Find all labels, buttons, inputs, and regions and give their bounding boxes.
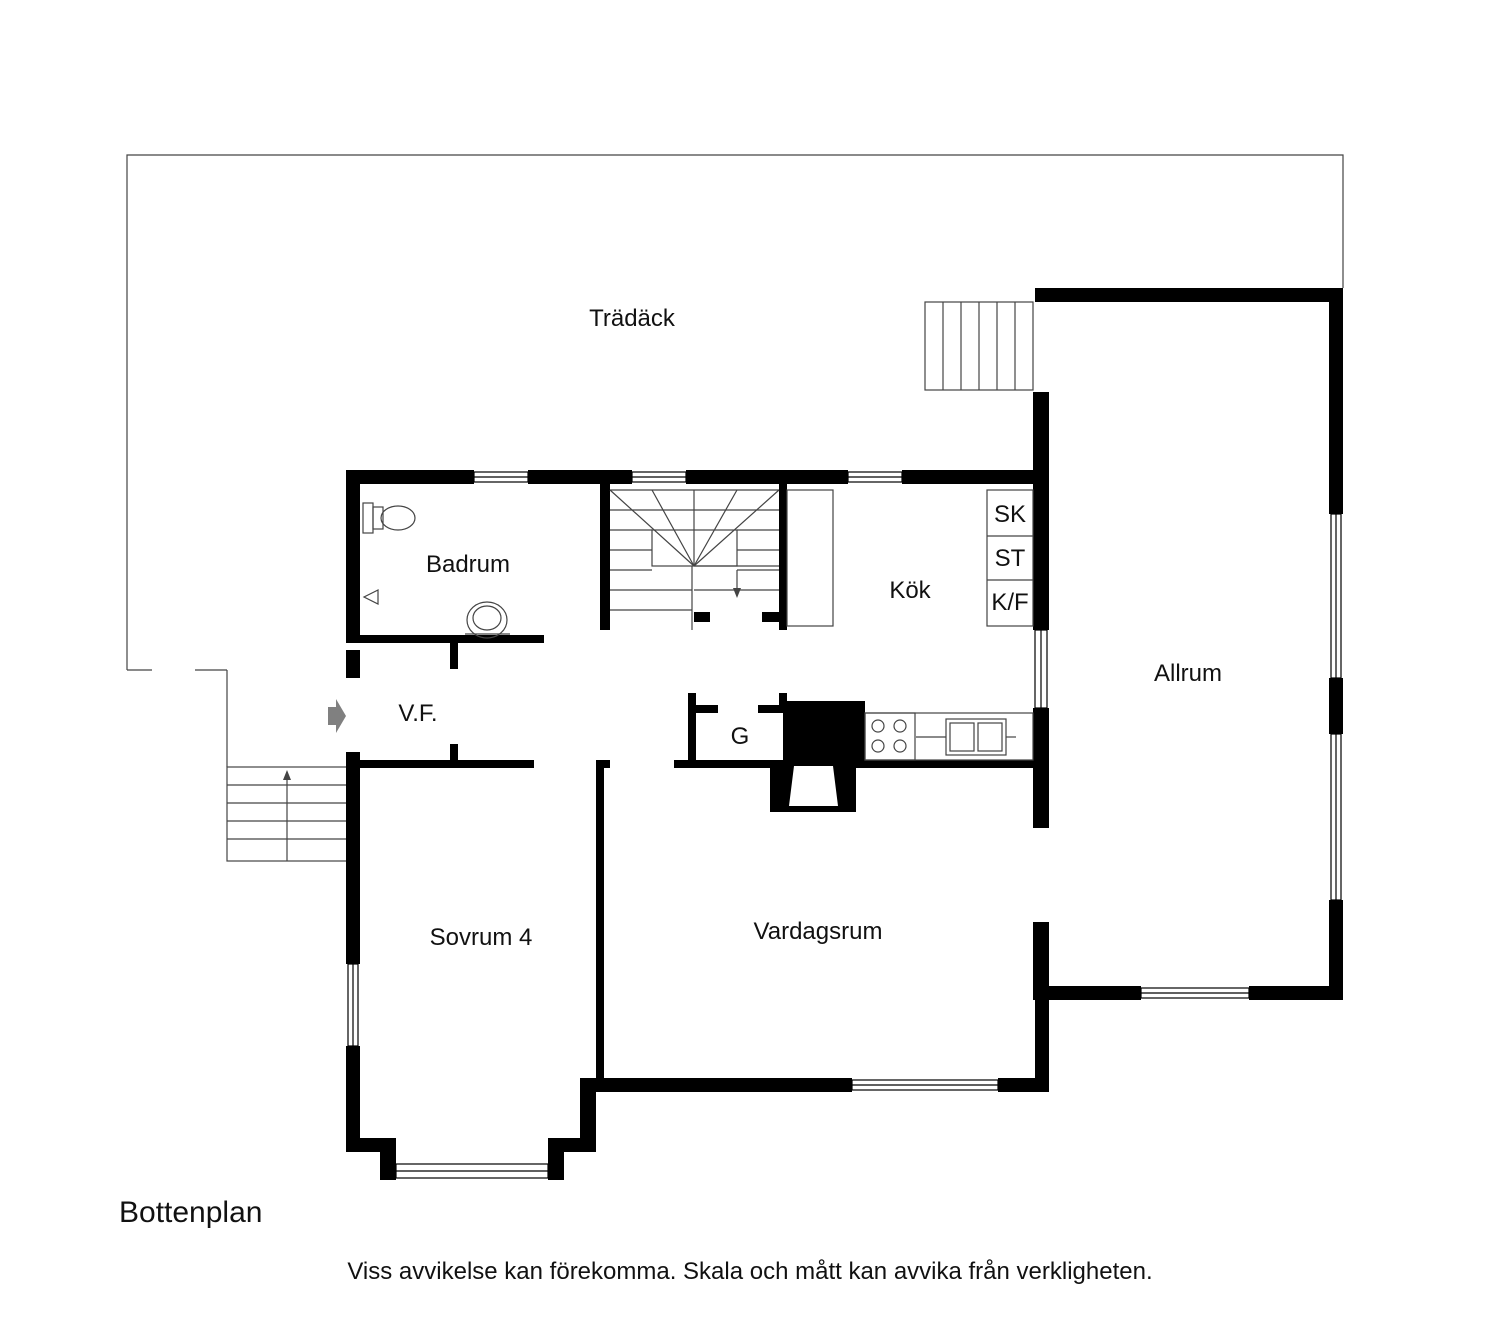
room-label-g: G bbox=[731, 723, 750, 750]
walls bbox=[346, 288, 1343, 1180]
deck-stairs bbox=[924, 301, 1034, 391]
room-label-vf: V.F. bbox=[398, 700, 437, 727]
kitchen-appliance-column bbox=[986, 489, 1034, 627]
stove-burner-icon bbox=[871, 719, 885, 733]
kitchen-counter bbox=[786, 489, 834, 627]
stove-and-sink bbox=[864, 712, 1034, 761]
appliance-sk-label: SK bbox=[994, 501, 1026, 528]
disclaimer-text: Viss avvikelse kan förekomma. Skala och … bbox=[347, 1258, 1153, 1285]
room-label-kok: Kök bbox=[889, 577, 931, 604]
sink-basin-icon bbox=[466, 601, 508, 639]
room-label-allrum: Allrum bbox=[1154, 660, 1222, 687]
room-label-tradack: Trädäck bbox=[589, 305, 676, 332]
internal-staircase bbox=[609, 489, 780, 630]
entrance-stairs bbox=[226, 766, 348, 862]
room-label-sovrum4: Sovrum 4 bbox=[430, 924, 533, 951]
deck-outline bbox=[126, 154, 1344, 767]
plan-title: Bottenplan bbox=[119, 1196, 263, 1229]
room-label-vardagsrum: Vardagsrum bbox=[754, 918, 883, 945]
room-label-badrum: Badrum bbox=[426, 551, 510, 578]
shower-icon bbox=[362, 589, 379, 605]
sink-icon bbox=[945, 718, 1007, 756]
appliance-kf-label: K/F bbox=[991, 589, 1028, 616]
entrance-arrow-icon bbox=[328, 699, 346, 733]
fireplace-opening bbox=[789, 766, 838, 806]
appliance-st-label: ST bbox=[995, 545, 1026, 572]
windows bbox=[347, 471, 1342, 1179]
bathroom-fixtures bbox=[362, 502, 510, 639]
toilet-icon bbox=[362, 502, 374, 534]
